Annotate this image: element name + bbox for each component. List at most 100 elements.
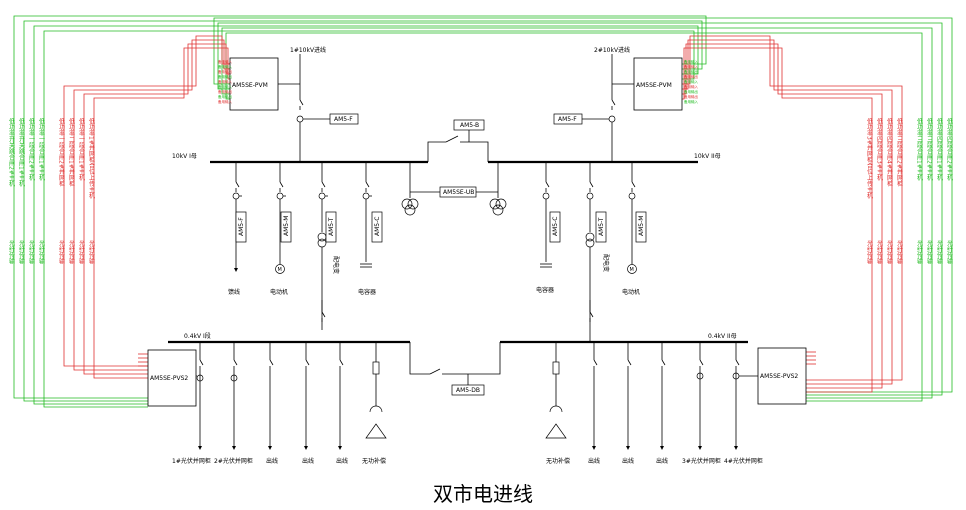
pvm-pin-label-right: 备用输出 bbox=[684, 69, 698, 74]
lv-feeder-left-3-blade bbox=[305, 359, 310, 366]
signal-label-left-green: 低功率一段合闸2#主机 bbox=[28, 117, 35, 182]
signal-wire-red-right-lower bbox=[806, 290, 883, 389]
var-left-reactor bbox=[369, 405, 383, 413]
pvm-pin-label-left: 备用输入 bbox=[218, 84, 232, 89]
am5se-ub-box bbox=[439, 186, 477, 198]
lv-out-right-5: 3#光伏并网柜 bbox=[682, 457, 721, 465]
am5se-ub-label: AM5SE-UB bbox=[443, 189, 474, 196]
fiber-label-right-green: 光纤传输 bbox=[936, 239, 943, 265]
signal-label-right-green: 低功率四段合闸2#主机 bbox=[946, 117, 953, 182]
fiber-label-right-red: 光纤传输 bbox=[896, 239, 903, 265]
svg-text:AM5-C: AM5-C bbox=[552, 217, 559, 236]
lv-feeder-right-2-blade bbox=[661, 359, 666, 366]
incoming-left-label: 1#10kV进线 bbox=[290, 46, 326, 54]
am5-db-label: AM5-DB bbox=[456, 387, 480, 394]
signal-wire-red-left bbox=[73, 39, 230, 290]
motor-symbol-right: M bbox=[627, 264, 637, 274]
lv-feeder-right-0-blade bbox=[593, 359, 598, 366]
svg-text:AM5-M: AM5-M bbox=[283, 216, 290, 236]
incoming-right-ct bbox=[608, 115, 616, 123]
signal-wire-red-left-lower bbox=[63, 290, 148, 367]
hv-feeder-left-ct-0 bbox=[232, 192, 240, 200]
hv-load-left-motor: 电动机 bbox=[270, 288, 288, 296]
hv-feeder-left-2-blade bbox=[321, 181, 326, 188]
feeder-arrow bbox=[234, 268, 238, 272]
lv-ct-left-1 bbox=[196, 374, 204, 382]
pvm-pin-label-left: 备用输出 bbox=[218, 69, 232, 74]
pvm-pin-label-right: 备用输出 bbox=[684, 94, 698, 99]
hv-meter-right-3: AM5-M bbox=[635, 211, 647, 243]
signal-wire-red-left-lower bbox=[93, 290, 148, 379]
pvm-pin-label-right: 备用输入 bbox=[684, 79, 698, 84]
lv-feeder-right-arrow-3 bbox=[698, 446, 702, 450]
hv-bus-left-label: 10kV I母 bbox=[172, 153, 197, 160]
lv-feeder-right-1-blade bbox=[627, 359, 632, 366]
signal-label-left-green: 低功率开关跳合闸2#主机 bbox=[8, 117, 15, 188]
pt-left-coil-a bbox=[401, 198, 413, 210]
signal-label-left-red: 低功率二段合闸1#并网柜 bbox=[68, 117, 75, 188]
lv-feeder-left-0-blade bbox=[199, 359, 204, 366]
lv-out-left-5: 出线 bbox=[336, 457, 348, 465]
lv-bus-right-label: 0.4kV II母 bbox=[708, 333, 737, 340]
pvm-pin-label-left: 备用输入 bbox=[218, 99, 232, 104]
svg-text:M: M bbox=[278, 267, 282, 273]
lv-feeder-right-arrow-2 bbox=[660, 446, 664, 450]
lv-out-left-4: 出线 bbox=[302, 457, 314, 465]
transformer-right-primary bbox=[585, 232, 595, 242]
hv-bus-right-label: 10kV II母 bbox=[694, 153, 721, 160]
pvs-box-right bbox=[757, 347, 807, 405]
transformer-left-secondary bbox=[317, 238, 327, 248]
pvm-box-left bbox=[229, 57, 279, 111]
fiber-label-left-green: 光纤传输 bbox=[38, 239, 45, 265]
signal-label-right-green: 低功率三段合闸1#主机 bbox=[916, 117, 923, 182]
signal-wire-green-left-lower bbox=[23, 290, 148, 402]
pvm-pin-label-left: 备用输出 bbox=[218, 89, 232, 94]
pt-right-coil-a bbox=[489, 198, 501, 210]
fiber-label-left-red: 光纤传输 bbox=[58, 239, 65, 265]
am5-f-right-label: AM5-F bbox=[558, 116, 577, 123]
signal-labels: 低功率开关跳合闸2#主机光纤传输低功率一段合闸2#并网柜光纤传输低功率四段合闸2… bbox=[8, 59, 953, 265]
fiber-label-right-red: 光纤传输 bbox=[886, 239, 893, 265]
pt-right-coil-c bbox=[492, 204, 504, 216]
signal-wire-green-right-lower bbox=[806, 290, 953, 393]
hv-feeder-right-1-blade bbox=[589, 181, 594, 188]
lv-out-left-2: 2#光伏并网柜 bbox=[214, 457, 253, 465]
signal-wire-red-right bbox=[682, 47, 873, 290]
pvm-pin-label-right: 备用输入 bbox=[684, 99, 698, 104]
svg-text:M: M bbox=[630, 267, 634, 273]
lv-feeder-right-arrow-0 bbox=[592, 446, 596, 450]
var-right-capbank bbox=[545, 423, 567, 439]
lv-tie-left bbox=[409, 342, 430, 375]
pvm-pin-label-right: 备用输入 bbox=[684, 84, 698, 89]
pvm-pin-label-left: 备用输出 bbox=[218, 94, 232, 99]
signal-wire-green-left bbox=[23, 20, 703, 290]
svg-text:AM5-C: AM5-C bbox=[374, 217, 381, 236]
lv-out-right-2: 出线 bbox=[588, 457, 600, 465]
pvs-label-right: AM5SE-PVS2 bbox=[760, 373, 798, 380]
signal-wire-green-left bbox=[43, 30, 695, 290]
signal-label-right-red: 低功率3#并网柜合位上传主机 bbox=[866, 117, 873, 200]
signal-wire-green-left-lower bbox=[43, 290, 148, 408]
lv-feeder-right-arrow-4 bbox=[734, 446, 738, 450]
fiber-label-right-green: 光纤传输 bbox=[916, 239, 923, 265]
fiber-label-right-green: 光纤传输 bbox=[926, 239, 933, 265]
pvm-pin-label-left: 备用输出 bbox=[218, 74, 232, 79]
signal-label-left-red: 低功率1#并网柜合位上传主机 bbox=[88, 117, 95, 200]
var-right-reactor bbox=[549, 405, 563, 413]
fiber-label-left-green: 光纤传输 bbox=[18, 239, 25, 265]
hv-meter-left-2: AM5-M bbox=[280, 211, 292, 243]
pvm-box-right bbox=[633, 57, 683, 111]
incoming-right-breaker-blade bbox=[611, 99, 616, 106]
hv-meter-right-1: AM5-C bbox=[549, 211, 561, 243]
signal-wire-red-left bbox=[83, 43, 230, 290]
signal-label-right-red: 低功率四段合闸3#主机 bbox=[876, 117, 883, 182]
signal-label-right-green: 低功率三段合闸2#主机 bbox=[926, 117, 933, 182]
signal-label-right-green: 低功率四段合闸1#主机 bbox=[936, 117, 943, 182]
hv-meter-left-3: AM5-T bbox=[325, 211, 337, 243]
fiber-label-left-green: 光纤传输 bbox=[28, 239, 35, 265]
signal-wire-red-left-lower bbox=[83, 290, 148, 375]
hv-load-right-motor: 电动机 bbox=[622, 288, 640, 296]
signal-label-right-red: 低功率三段合闸2#并网柜 bbox=[896, 117, 903, 188]
hv-feeder-right-0-blade bbox=[545, 181, 550, 188]
